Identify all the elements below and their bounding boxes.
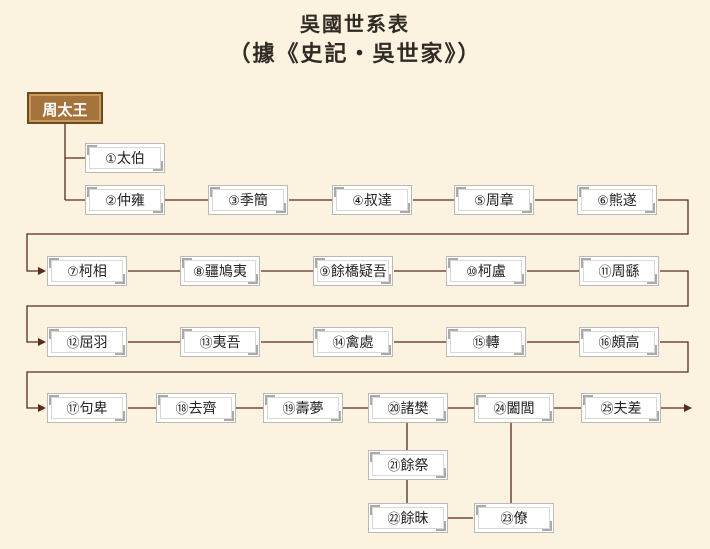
generation-number: ⑮ — [472, 336, 486, 351]
person-name: 壽夢 — [295, 401, 324, 417]
person-name: 仲雍 — [116, 193, 145, 209]
person-name: 去齊 — [188, 401, 217, 417]
person-name: 闔閭 — [506, 401, 535, 417]
person-name: 太伯 — [116, 151, 145, 167]
person-node-24: ㉔闔閭 — [474, 393, 554, 423]
person-name: 頗高 — [611, 335, 640, 351]
person-name: 周繇 — [611, 264, 640, 280]
generation-number: ⑥ — [597, 194, 609, 209]
person-node-17: ⑰句卑 — [47, 393, 127, 423]
generation-number: ㉑ — [387, 459, 401, 474]
person-name: 夷吾 — [212, 335, 241, 351]
generation-number: ㉕ — [600, 402, 614, 417]
person-node-19: ⑲壽夢 — [263, 393, 343, 423]
person-node-25: ㉕夫差 — [581, 393, 661, 423]
generation-number: ① — [105, 152, 117, 167]
person-name: 餘祭 — [400, 458, 429, 474]
generation-number: ③ — [228, 194, 240, 209]
person-node-5: ⑤周章 — [454, 185, 534, 215]
diagram-title: 吳國世系表 — [300, 12, 410, 36]
generation-number: ⑦ — [67, 265, 79, 280]
person-name: 屈羽 — [79, 335, 108, 351]
diagram-subtitle: （據《史記・吳世家》） — [228, 41, 482, 67]
generation-number: ④ — [352, 194, 364, 209]
generation-number: ㉒ — [387, 512, 401, 527]
person-name: 熊遂 — [608, 193, 637, 209]
person-node-21: ㉑餘祭 — [368, 450, 448, 480]
person-name: 夫差 — [613, 401, 642, 417]
person-node-11: ⑪周繇 — [579, 256, 659, 286]
generation-number: ② — [105, 194, 117, 209]
generation-number: ⑧ — [193, 265, 205, 280]
person-node-1: ①太伯 — [85, 143, 165, 173]
person-name: 諸樊 — [400, 401, 429, 417]
person-node-20: ⑳諸樊 — [368, 393, 448, 423]
person-name: 疆鳩夷 — [204, 264, 247, 280]
person-node-16: ⑯頗高 — [579, 327, 659, 357]
person-name: 叔達 — [363, 193, 392, 209]
person-node-22: ㉒餘昧 — [368, 503, 448, 533]
generation-number: ⑩ — [466, 265, 478, 280]
generation-number: ⑭ — [332, 336, 346, 351]
generation-number: ⑰ — [66, 402, 80, 417]
root-node: 周太王 — [27, 92, 103, 124]
person-node-14: ⑭禽處 — [313, 327, 393, 357]
person-node-10: ⑩柯盧 — [446, 256, 526, 286]
generation-number: ⑪ — [598, 265, 612, 280]
person-node-2: ②仲雍 — [85, 185, 165, 215]
person-node-3: ③季簡 — [208, 185, 288, 215]
generation-number: ㉓ — [500, 512, 514, 527]
person-node-9: ⑨餘橋疑吾 — [313, 256, 393, 286]
person-node-6: ⑥熊遂 — [577, 185, 657, 215]
person-node-23: ㉓僚 — [474, 503, 554, 533]
person-name: 僚 — [513, 511, 528, 527]
generation-number: ⑬ — [199, 336, 213, 351]
person-node-18: ⑱去齊 — [156, 393, 236, 423]
person-node-12: ⑫屈羽 — [47, 327, 127, 357]
generation-number: ⑨ — [319, 265, 331, 280]
person-node-7: ⑦柯相 — [47, 256, 127, 286]
person-node-13: ⑬夷吾 — [180, 327, 260, 357]
person-name: 禽處 — [345, 335, 374, 351]
person-name: 周章 — [485, 193, 514, 209]
person-node-15: ⑮轉 — [446, 327, 526, 357]
person-name: 季簡 — [239, 193, 268, 209]
generation-number: ⑤ — [474, 194, 486, 209]
generation-number: ⑱ — [175, 402, 189, 417]
generation-number: ⑯ — [598, 336, 612, 351]
person-name: 餘昧 — [400, 511, 429, 527]
generation-number: ⑳ — [387, 402, 401, 417]
person-name: 餘橋疑吾 — [330, 264, 387, 280]
person-name: 柯相 — [78, 264, 107, 280]
generation-number: ⑲ — [282, 402, 296, 417]
person-name: 轉 — [485, 335, 500, 351]
person-name: 柯盧 — [477, 264, 506, 280]
generation-number: ⑫ — [66, 336, 80, 351]
person-node-4: ④叔達 — [332, 185, 412, 215]
generation-number: ㉔ — [493, 402, 507, 417]
person-name: 句卑 — [79, 401, 108, 417]
person-node-8: ⑧疆鳩夷 — [180, 256, 260, 286]
